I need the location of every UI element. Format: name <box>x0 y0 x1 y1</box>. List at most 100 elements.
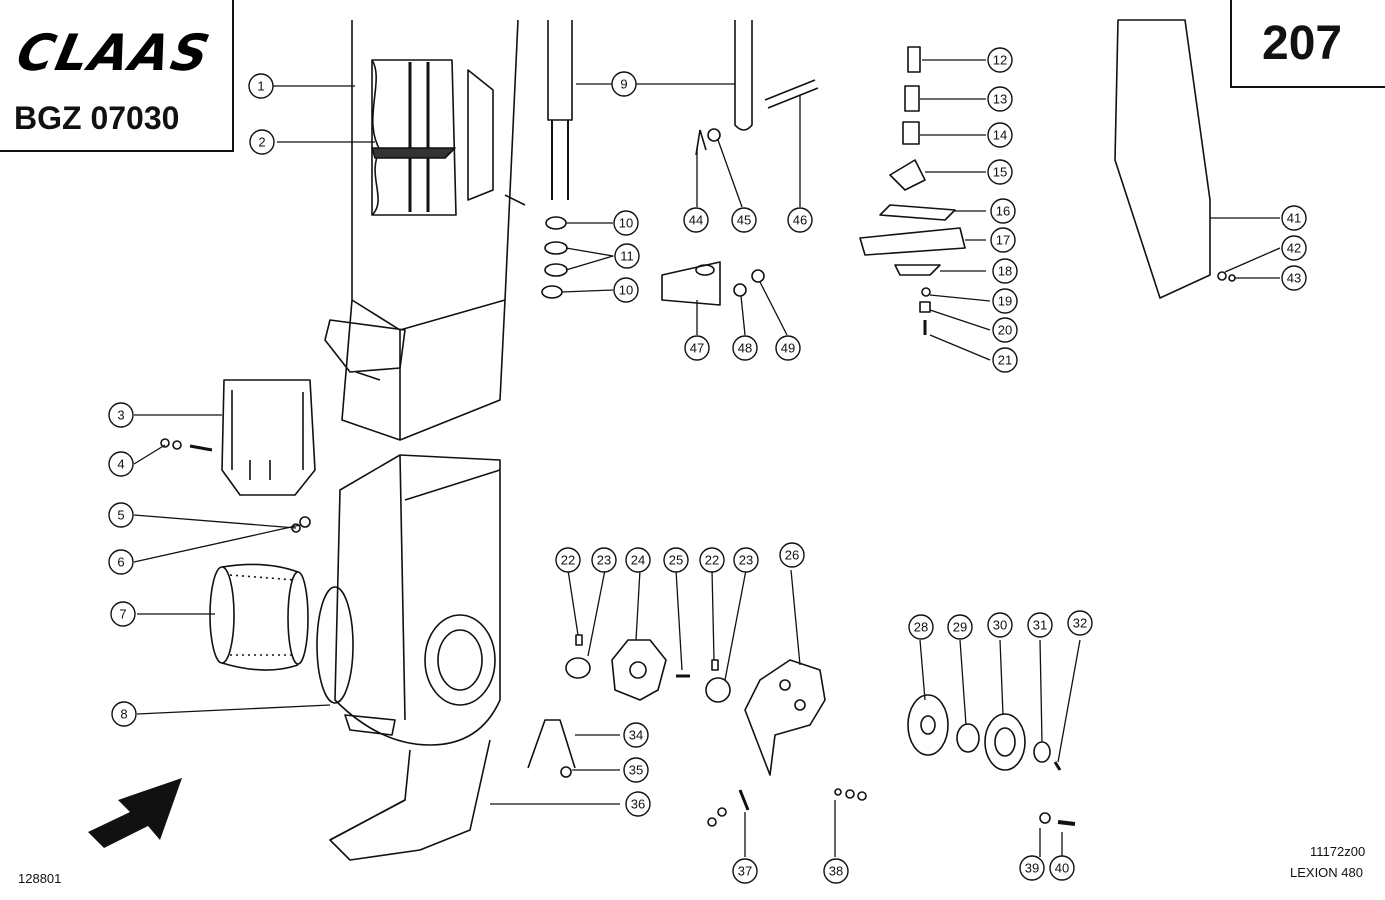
callout-circle <box>992 288 1018 314</box>
callout-circle <box>908 614 934 640</box>
callout-circle <box>987 86 1013 112</box>
callout-label: 9 <box>620 77 627 92</box>
callout-circle <box>823 858 849 884</box>
callout-circle <box>987 122 1013 148</box>
callout-circle <box>1027 612 1053 638</box>
callout-12: 12 <box>987 47 1013 73</box>
callout-40: 40 <box>1049 855 1075 881</box>
callout-circle <box>732 858 758 884</box>
callout-circle <box>249 129 275 155</box>
callout-2: 2 <box>249 129 275 155</box>
callout-36: 36 <box>625 791 651 817</box>
callout-23: 23 <box>733 547 759 573</box>
footer-model: LEXION 480 <box>1290 865 1363 880</box>
callout-circle <box>625 791 651 817</box>
parts-22-25 <box>565 634 731 703</box>
callout-35: 35 <box>623 757 649 783</box>
callout-circle <box>987 159 1013 185</box>
parts-28-32-bearing <box>907 694 1062 771</box>
callout-label: 35 <box>629 763 643 778</box>
callout-circle <box>613 277 639 303</box>
callout-circle <box>947 614 973 640</box>
callout-label: 25 <box>669 553 683 568</box>
callout-circle <box>555 547 581 573</box>
callout-31: 31 <box>1027 612 1053 638</box>
callout-28: 28 <box>908 614 934 640</box>
callout-label: 46 <box>793 213 807 228</box>
callout-circle <box>732 335 758 361</box>
callout-circle <box>779 542 805 568</box>
callout-29: 29 <box>947 614 973 640</box>
callout-48: 48 <box>732 335 758 361</box>
callout-label: 15 <box>993 165 1007 180</box>
part-41-side-panel <box>1114 19 1236 299</box>
callout-47: 47 <box>684 335 710 361</box>
callout-circle <box>1281 265 1307 291</box>
callout-24: 24 <box>625 547 651 573</box>
callout-circle <box>733 547 759 573</box>
callout-19: 19 <box>992 288 1018 314</box>
callout-1: 1 <box>248 73 274 99</box>
callout-6: 6 <box>108 549 134 575</box>
callout-44: 44 <box>683 207 709 233</box>
callout-label: 5 <box>117 508 124 523</box>
callout-circle <box>613 210 639 236</box>
callout-5: 5 <box>108 502 134 528</box>
callout-label: 6 <box>117 555 124 570</box>
callout-circle <box>987 47 1013 73</box>
callout-label: 30 <box>993 618 1007 633</box>
callout-39: 39 <box>1019 855 1045 881</box>
callout-label: 10 <box>619 283 633 298</box>
callout-25: 25 <box>663 547 689 573</box>
callout-34: 34 <box>623 722 649 748</box>
callout-22: 22 <box>699 547 725 573</box>
part-4-fasteners <box>160 438 213 452</box>
callout-circle <box>1281 205 1307 231</box>
part-8-fan-housing <box>316 454 501 746</box>
callout-label: 12 <box>993 53 1007 68</box>
part-5-6-washers <box>291 516 311 533</box>
part-26-plate <box>744 659 826 776</box>
callout-37: 37 <box>732 858 758 884</box>
callout-circle <box>591 547 617 573</box>
parts-44-49 <box>661 79 819 306</box>
callout-label: 4 <box>117 457 124 472</box>
callout-label: 32 <box>1073 616 1087 631</box>
callout-circle <box>623 722 649 748</box>
callout-circle <box>992 317 1018 343</box>
callout-3: 3 <box>108 402 134 428</box>
callout-7: 7 <box>110 601 136 627</box>
callout-10: 10 <box>613 277 639 303</box>
callout-circle <box>775 335 801 361</box>
callout-17: 17 <box>990 227 1016 253</box>
callout-label: 18 <box>998 264 1012 279</box>
callout-circle <box>111 701 137 727</box>
parts-12-21 <box>859 46 966 335</box>
callout-label: 17 <box>996 233 1010 248</box>
assembly-code: BGZ 07030 <box>14 100 180 136</box>
callout-label: 1 <box>257 79 264 94</box>
callout-9: 9 <box>611 71 637 97</box>
callout-circle <box>990 198 1016 224</box>
callout-20: 20 <box>992 317 1018 343</box>
callout-label: 22 <box>705 553 719 568</box>
callout-label: 11 <box>620 249 634 264</box>
callout-label: 48 <box>738 341 752 356</box>
callout-41: 41 <box>1281 205 1307 231</box>
callout-21: 21 <box>992 347 1018 373</box>
callout-circle <box>787 207 813 233</box>
callout-label: 26 <box>785 548 799 563</box>
callout-label: 47 <box>690 341 704 356</box>
callout-11: 11 <box>614 243 640 269</box>
part-9-rod <box>547 20 753 200</box>
elevator-housing <box>324 19 526 441</box>
callout-32: 32 <box>1067 610 1093 636</box>
callout-label: 36 <box>631 797 645 812</box>
header-page-box <box>1230 0 1385 88</box>
callout-circle <box>108 502 134 528</box>
callout-30: 30 <box>987 612 1013 638</box>
callout-label: 21 <box>998 353 1012 368</box>
